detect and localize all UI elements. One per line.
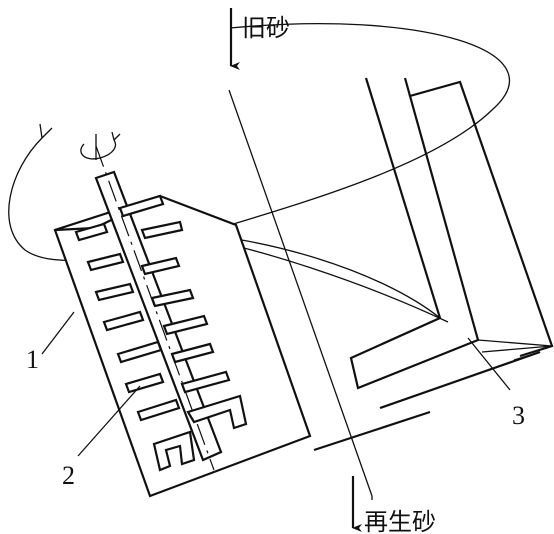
shaft-rotation-icon (80, 131, 121, 160)
base-plate (53, 194, 431, 498)
rotation-arrow-icon (39, 123, 53, 139)
chamber-wall (349, 77, 554, 410)
rotation-path (8, 23, 510, 261)
rotor-blades (74, 194, 248, 472)
recycled-sand-label: 再生砂 (364, 508, 436, 534)
part-2-label: 2 (62, 461, 75, 490)
part-1-label: 1 (26, 345, 39, 374)
part-3-label: 3 (512, 401, 525, 430)
leader-lines (41, 311, 511, 457)
sand-flow-line (228, 89, 373, 500)
old-sand-label: 旧砂 (242, 14, 290, 42)
